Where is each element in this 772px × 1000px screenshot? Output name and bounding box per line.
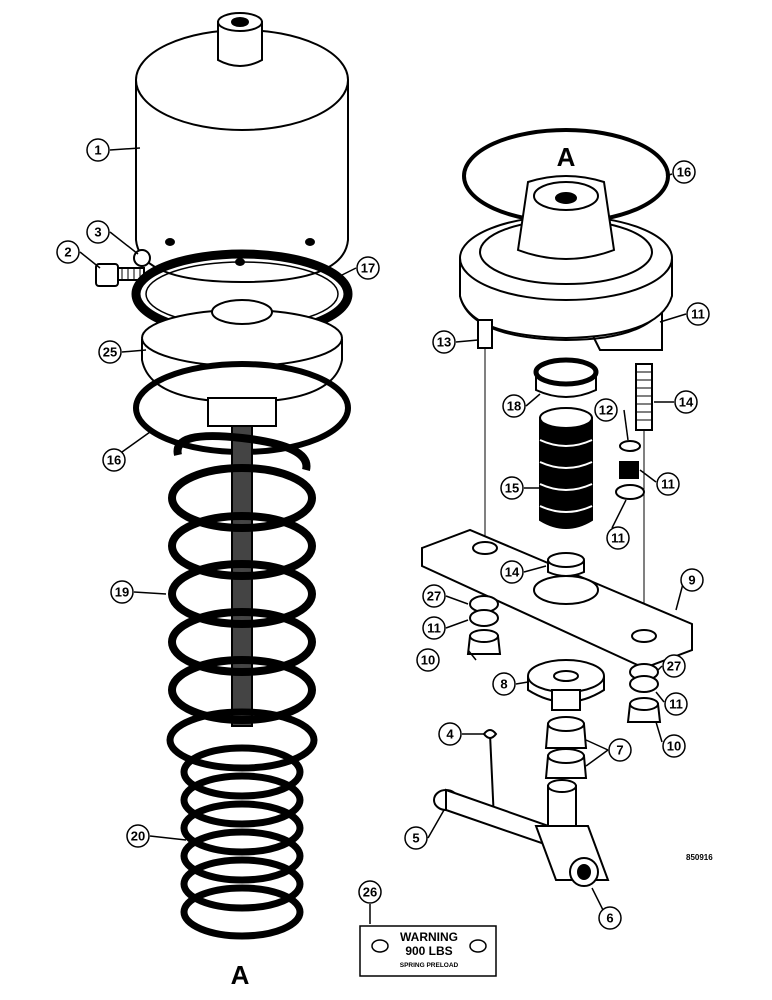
callout-2: 2 — [64, 245, 71, 260]
callout-10b: 10 — [667, 739, 681, 754]
plate-hole-left-icon — [371, 939, 389, 953]
callout-11a: 11 — [427, 621, 441, 636]
warning-line-2: 900 LBS — [405, 944, 452, 958]
callout-27a: 27 — [427, 589, 441, 604]
callout-21: 17 — [361, 261, 375, 276]
housing-part-12 — [459, 175, 673, 351]
callout-19: 16 — [677, 165, 691, 180]
callout-25: 25 — [103, 345, 117, 360]
callout-1: 1 — [94, 143, 101, 158]
callout-circles — [56, 138, 710, 930]
left-hardware-10-11-27 — [466, 595, 502, 655]
studs-part-16 — [477, 319, 653, 431]
callout-7: 7 — [616, 743, 623, 758]
callout-16b: 14 — [679, 395, 694, 410]
callout-5: 5 — [412, 831, 419, 846]
upper-spring-housing — [135, 12, 349, 284]
callout-18: 15 — [505, 481, 519, 496]
plate-hole-right-icon — [469, 939, 487, 953]
retainer-part-8 — [527, 659, 605, 711]
callout-4: 4 — [446, 727, 454, 742]
callout-27b: 27 — [667, 659, 681, 674]
callout-17: 14 — [505, 565, 520, 580]
seal-part-22 — [533, 357, 599, 398]
callout-14: 11 — [661, 477, 675, 492]
callout-16a: 13 — [437, 335, 451, 350]
callout-labels: 1 2 3 17 25 16 19 20 16 11 13 14 18 12 1… — [64, 143, 704, 926]
callout-8: 8 — [500, 677, 507, 692]
section-label-a-left: A — [231, 960, 250, 990]
warning-plate-part-26: WARNING 900 LBS SPRING PRELOAD — [359, 925, 497, 977]
section-label-a-right: A — [557, 142, 576, 172]
warning-line-1: WARNING — [400, 930, 458, 944]
bolt-part-2 — [95, 263, 145, 287]
outer-spring-part-24 — [166, 708, 318, 940]
callout-11b: 11 — [669, 697, 683, 712]
boot-part-18 — [539, 407, 593, 529]
callout-26: 26 — [363, 885, 377, 900]
small-parts-13-14-15 — [615, 440, 645, 500]
callout-23: 19 — [115, 585, 129, 600]
figure-code: 850916 — [686, 853, 713, 862]
clevis-part-6 — [534, 779, 610, 887]
warning-line-3: SPRING PRELOAD — [400, 962, 459, 969]
plate-part-9 — [421, 528, 693, 670]
callout-10a: 10 — [421, 653, 435, 668]
callout-13: 11 — [611, 531, 625, 546]
callout-24: 20 — [131, 829, 145, 844]
nuts-part-7 — [544, 716, 588, 779]
callout-22: 18 — [507, 399, 521, 414]
callout-6: 6 — [606, 911, 613, 926]
callout-20: 16 — [107, 453, 121, 468]
guide-lines — [484, 348, 645, 636]
ring-part-17 — [547, 552, 585, 577]
inner-spring-part-23 — [168, 432, 316, 724]
right-hardware-10-11-27 — [626, 663, 662, 723]
spring-seat-part-25 — [141, 299, 343, 404]
callout-3: 3 — [94, 225, 101, 240]
callout-15: 12 — [599, 403, 613, 418]
callout-12: 11 — [691, 307, 705, 322]
callout-9: 9 — [688, 573, 695, 588]
callout-leaders — [79, 147, 687, 924]
